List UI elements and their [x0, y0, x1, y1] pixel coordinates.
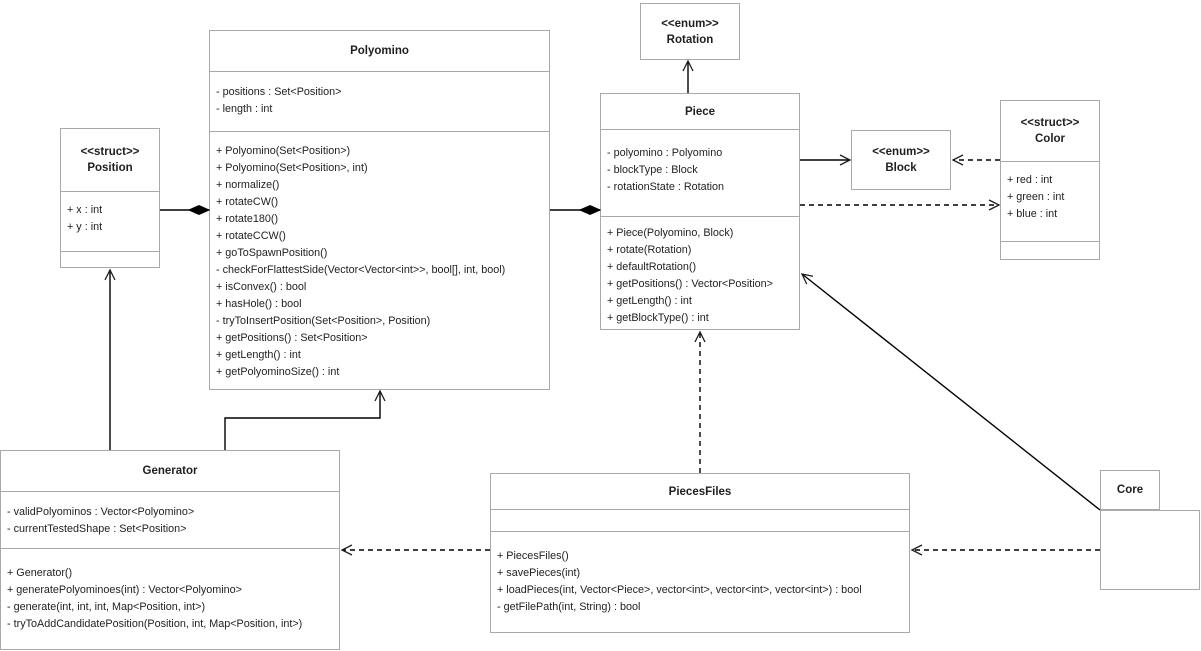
member-line: + y : int [67, 221, 103, 233]
member-line: + getBlockType() : int [607, 312, 709, 324]
member-line: + Generator() [7, 567, 73, 579]
member-line: + rotate180() [216, 213, 279, 225]
member-line: + hasHole() : bool [216, 298, 302, 310]
attributes-compartment [491, 509, 909, 531]
methods-compartment: + Piece(Polyomino, Block) + rotate(Rotati… [601, 216, 799, 329]
package-title-core: Core [1116, 484, 1144, 496]
member-line: - currentTestedShape : Set<Position> [7, 523, 187, 535]
member-line: - tryToInsertPosition(Set<Position>, Pos… [216, 315, 431, 327]
attributes-compartment: + red : int + green : int + blue : int [1001, 161, 1099, 241]
class-title-color: Color [1034, 133, 1066, 145]
member-line: + getLength() : int [607, 295, 692, 307]
class-title-generator: Generator [142, 465, 198, 477]
stereotype-label: <<struct>> [1020, 117, 1080, 129]
member-line: - checkForFlattestSide(Vector<Vector<int… [216, 264, 506, 276]
methods-compartment: + Polyomino(Set<Position>) + Polyomino(Se… [210, 131, 549, 389]
member-line: + rotate(Rotation) [607, 244, 692, 256]
class-piecesfiles[interactable]: PiecesFiles + PiecesFiles() + savePieces(… [490, 473, 910, 633]
member-line: + isConvex() : bool [216, 281, 307, 293]
member-line: + loadPieces(int, Vector<Piece>, vector<… [497, 584, 862, 596]
member-line: + red : int [1007, 174, 1053, 186]
member-line: - validPolyominos : Vector<Polyomino> [7, 506, 195, 518]
attributes-compartment: - validPolyominos : Vector<Polyomino> - c… [1, 491, 339, 548]
member-line: + goToSpawnPosition() [216, 247, 328, 259]
connector-generator-polyomino [224, 389, 386, 450]
class-piece[interactable]: Piece - polyomino : Polyomino - blockType… [600, 93, 800, 330]
member-line: - tryToAddCandidatePosition(Position, in… [7, 618, 303, 630]
member-line: + green : int [1007, 191, 1065, 203]
member-line: - polyomino : Polyomino [607, 147, 723, 159]
methods-compartment [61, 251, 159, 267]
attributes-compartment: - polyomino : Polyomino - blockType : Blo… [601, 129, 799, 216]
class-generator[interactable]: Generator - validPolyominos : Vector<Pol… [0, 450, 340, 650]
member-line: + savePieces(int) [497, 567, 581, 579]
member-line: + normalize() [216, 179, 280, 191]
member-line: - positions : Set<Position> [216, 86, 342, 98]
member-line: - length : int [216, 103, 273, 115]
stereotype-label: <<struct>> [80, 146, 140, 158]
member-line: + Polyomino(Set<Position>, int) [216, 162, 368, 174]
member-line: + getPositions() : Set<Position> [216, 332, 368, 344]
enum-block[interactable]: <<enum>> Block [851, 130, 951, 190]
class-title-piecesfiles: PiecesFiles [668, 485, 732, 498]
member-line: - generate(int, int, int, Map<Position, … [7, 601, 206, 613]
class-title-polyomino: Polyomino [350, 45, 409, 57]
class-title-rotation: Rotation [666, 33, 714, 46]
methods-compartment [1001, 241, 1099, 259]
methods-compartment: + Generator() + generatePolyominoes(int) … [1, 548, 339, 649]
enum-rotation[interactable]: <<enum>> Rotation [640, 3, 740, 60]
package-core-body[interactable] [1100, 510, 1200, 590]
class-title-position: Position [87, 162, 133, 174]
member-line: + getPolyominoSize() : int [216, 366, 340, 378]
member-line: + Polyomino(Set<Position>) [216, 145, 351, 157]
attributes-compartment: - positions : Set<Position> - length : in… [210, 71, 549, 131]
member-line: - rotationState : Rotation [607, 181, 725, 193]
struct-position[interactable]: <<struct>> Position + x : int + y : int [60, 128, 160, 268]
stereotype-label: <<enum>> [661, 17, 719, 30]
struct-color[interactable]: <<struct>> Color + red : int + green : in… [1000, 100, 1100, 260]
member-line: + rotateCW() [216, 196, 279, 208]
member-line: + rotateCCW() [216, 230, 286, 242]
attributes-compartment: + x : int + y : int [61, 191, 159, 251]
member-line: - blockType : Block [607, 164, 698, 176]
member-line: - getFilePath(int, String) : bool [497, 601, 641, 613]
stereotype-label: <<enum>> [872, 146, 930, 158]
member-line: + PiecesFiles() [497, 550, 569, 562]
member-line: + generatePolyominoes(int) : Vector<Poly… [7, 584, 242, 596]
class-title-piece: Piece [684, 105, 716, 118]
member-line: + getLength() : int [216, 349, 301, 361]
member-line: + blue : int [1007, 208, 1058, 220]
member-line: + Piece(Polyomino, Block) [607, 227, 734, 239]
class-polyomino[interactable]: Polyomino - positions : Set<Position> - l… [209, 30, 550, 390]
package-core-tab[interactable]: Core [1100, 470, 1160, 510]
member-line: + getPositions() : Vector<Position> [607, 278, 773, 290]
methods-compartment: + PiecesFiles() + savePieces(int) + loadPi… [491, 531, 909, 632]
class-title-block: Block [885, 162, 917, 174]
member-line: + x : int [67, 204, 103, 216]
member-line: + defaultRotation() [607, 261, 697, 273]
